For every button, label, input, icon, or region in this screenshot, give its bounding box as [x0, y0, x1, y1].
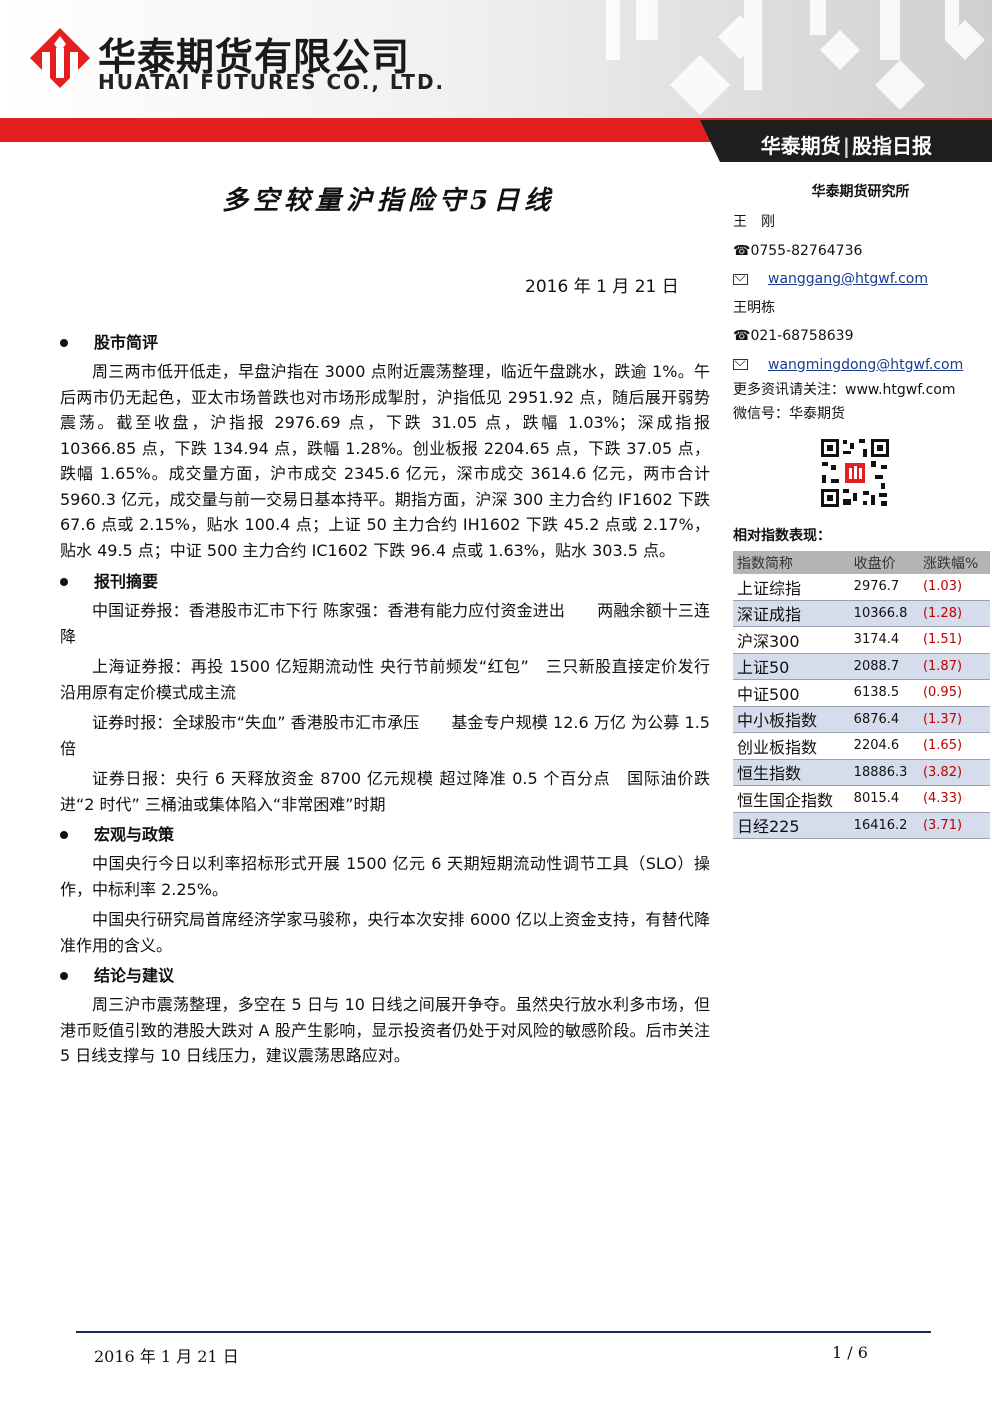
- footer-date: 2016 年 1 月 21 日: [94, 1347, 239, 1366]
- qr-code-icon: [819, 437, 891, 509]
- analyst-phone: ☎021-68758639: [733, 328, 854, 344]
- sidebar: 华泰期货研究所 王 刚 ☎0755-82764736 wanggang@htgw…: [733, 180, 990, 839]
- bullet-icon: [60, 339, 68, 347]
- section-heading-macro: 宏观与政策: [60, 822, 710, 848]
- column-header: 指数简称: [733, 551, 850, 574]
- macro-paragraph: 中国央行研究局首席经济学家马骏称，央行本次安排 6000 亿以上资金支持，有替代…: [60, 910, 710, 955]
- column-header: 涨跌幅%: [918, 551, 990, 574]
- band-report-type: 股指日报: [852, 134, 932, 158]
- press-paragraph: 中国证券报：香港股市汇市下行 陈家强：香港有能力应付资金进出 两融余额十三连降: [60, 601, 710, 646]
- report-date: 2016 年 1 月 21 日: [525, 277, 679, 297]
- mail-icon: [733, 273, 748, 285]
- table-header-row: 指数简称 收盘价 涨跌幅%: [733, 551, 990, 574]
- report-header: 华泰期货有限公司 HUATAI FUTURES CO., LTD. 华泰期货|股…: [0, 0, 992, 162]
- conclusion-paragraph: 周三沪市震荡整理，多空在 5 日与 10 日线之间展开争夺。虽然央行放水利多市场…: [60, 995, 710, 1065]
- bullet-icon: [60, 578, 68, 586]
- page-number: 1 / 6: [832, 1343, 868, 1362]
- column-header: 收盘价: [849, 551, 919, 574]
- main-content: 股市简评 周三两市低开低走，早盘沪指在 3000 点附近震荡整理，临近午盘跳水，…: [60, 326, 710, 1075]
- company-name-cn: 华泰期货有限公司: [98, 35, 411, 79]
- huatai-logo-icon: [30, 28, 90, 88]
- press-paragraph: 证券日报：央行 6 天释放资金 8700 亿元规模 超过降准 0.5 个百分点 …: [60, 769, 710, 814]
- section-heading-market: 股市简评: [60, 330, 710, 356]
- wechat-id: 微信号：华泰期货: [733, 406, 845, 422]
- band-brand: 华泰期货: [760, 134, 841, 158]
- section-heading-conclusion: 结论与建议: [60, 963, 710, 989]
- report-title: 多空较量沪指险守5日线: [222, 186, 556, 216]
- research-institute: 华泰期货研究所: [811, 184, 910, 200]
- header-decoration: [606, 0, 985, 115]
- analyst-name: 王明栋: [733, 299, 775, 316]
- bullet-icon: [60, 972, 68, 980]
- bullet-icon: [60, 831, 68, 839]
- mail-icon: [733, 359, 748, 370]
- analyst-email-row: wangmingdong@htgwf.com: [733, 351, 988, 380]
- press-paragraph: 证券时报：全球股市“失血” 香港股市汇市承压 基金专户规模 12.6 万亿 为公…: [60, 713, 710, 758]
- footer-divider: [76, 1331, 931, 1333]
- market-summary-paragraph: 周三两市低开低走，早盘沪指在 3000 点附近震荡整理，临近午盘跳水，跌逾 1%…: [60, 362, 710, 560]
- more-info: 更多资讯请关注：www.htgwf.com: [733, 382, 956, 398]
- band-separator: |: [842, 134, 850, 158]
- analyst-email-link[interactable]: wangmingdong@htgwf.com: [768, 356, 964, 373]
- macro-paragraph: 中国央行今日以利率招标形式开展 1500 亿元 6 天期短期流动性调节工具（SL…: [60, 854, 710, 899]
- section-heading-press: 报刊摘要: [60, 569, 710, 595]
- report-type-label: 华泰期货|股指日报: [761, 130, 932, 159]
- analyst-name: 王 刚: [733, 214, 775, 230]
- company-name-en: HUATAI FUTURES CO., LTD.: [98, 70, 446, 94]
- analyst-phone: ☎0755-82764736: [733, 242, 863, 259]
- header-red-band: [0, 118, 992, 162]
- analyst-email-link[interactable]: wanggang@htgwf.com: [768, 271, 928, 287]
- header-background: [0, 0, 992, 118]
- index-performance-label: 相对指数表现：: [733, 528, 831, 544]
- press-paragraph: 上海证券报：再投 1500 亿短期流动性 央行节前频发“红包” 三只新股直接定价…: [60, 657, 710, 702]
- analyst-email-row: wanggang@htgwf.com: [733, 265, 988, 294]
